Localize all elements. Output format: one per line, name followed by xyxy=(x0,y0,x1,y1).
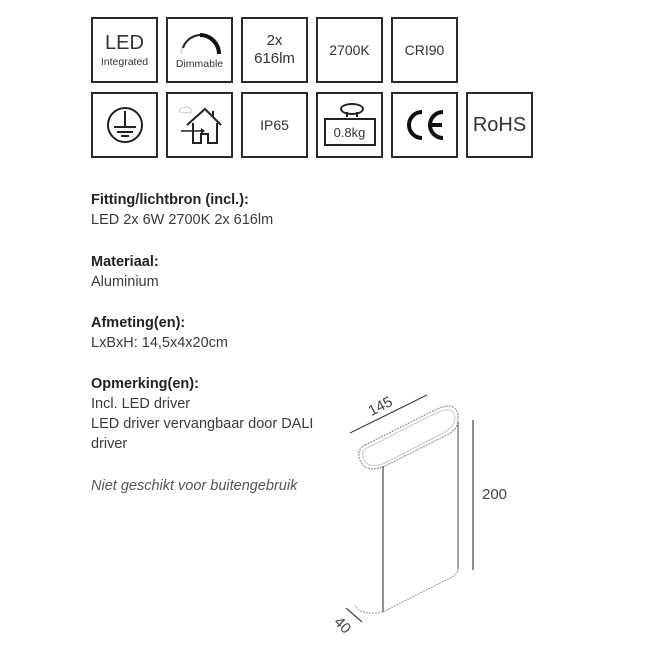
remarks-line: driver xyxy=(91,436,128,452)
spec-dimensions: Afmeting(en): LxBxH: 14,5x4x20cm xyxy=(91,313,228,353)
fixture-outline-icon xyxy=(345,394,474,623)
color-temperature-label: 2700K xyxy=(329,42,370,58)
spec-note: Niet geschikt voor buitengebruik xyxy=(91,476,297,496)
dimmable-label: Dimmable xyxy=(175,58,224,70)
earth-ground-icon xyxy=(106,107,143,143)
outdoor-note: Niet geschikt voor buitengebruik xyxy=(91,478,298,494)
ce-logo-icon xyxy=(406,110,443,140)
cri-icon: CRI90 xyxy=(391,17,458,83)
house-icon xyxy=(177,106,222,144)
fitting-value: LED 2x 6W 2700K 2x 616lm xyxy=(91,212,274,228)
dimmable-icon: Dimmable xyxy=(166,17,233,83)
ce-mark-icon xyxy=(391,92,458,158)
dimensions-heading: Afmeting(en): xyxy=(91,315,186,331)
lumen-icon: 2x 616lm xyxy=(241,17,308,83)
cri-label: CRI90 xyxy=(404,42,445,58)
led-label: LED xyxy=(105,31,144,54)
fitting-heading: Fitting/lichtbron (incl.): xyxy=(91,192,249,208)
dimension-drawing: 145 200 40 xyxy=(330,380,530,640)
remarks-line: LED driver vervangbaar door DALI xyxy=(91,416,314,432)
lumen-count: 2x xyxy=(266,32,283,49)
height-dimension-label: 200 xyxy=(482,486,508,503)
dimmer-arc-icon xyxy=(179,33,221,55)
weight-label: 0.8kg xyxy=(323,118,376,146)
spec-material: Materiaal: Aluminium xyxy=(91,252,159,292)
material-value: Aluminium xyxy=(91,274,159,290)
rohs-icon: RoHS xyxy=(466,92,533,158)
indoor-use-icon xyxy=(166,92,233,158)
protection-class-earth-icon xyxy=(91,92,158,158)
weight-icon: 0.8kg xyxy=(316,92,383,158)
ip-rating-icon: IP65 xyxy=(241,92,308,158)
remarks-heading: Opmerking(en): xyxy=(91,376,199,392)
remarks-line: Incl. LED driver xyxy=(91,396,191,412)
rohs-label: RoHS xyxy=(472,113,527,136)
spec-remarks: Opmerking(en): Incl. LED driver LED driv… xyxy=(91,374,313,454)
color-temperature-icon: 2700K xyxy=(316,17,383,83)
material-heading: Materiaal: xyxy=(91,254,159,270)
led-integrated-icon: LED Integrated xyxy=(91,17,158,83)
integrated-label: Integrated xyxy=(100,55,149,68)
weight-shape: 0.8kg xyxy=(322,101,378,149)
lumen-value: 616lm xyxy=(254,50,295,67)
dimensions-value: LxBxH: 14,5x4x20cm xyxy=(91,335,229,351)
spec-fitting: Fitting/lichtbron (incl.): LED 2x 6W 270… xyxy=(91,190,273,230)
ip-rating-label: IP65 xyxy=(260,117,289,133)
